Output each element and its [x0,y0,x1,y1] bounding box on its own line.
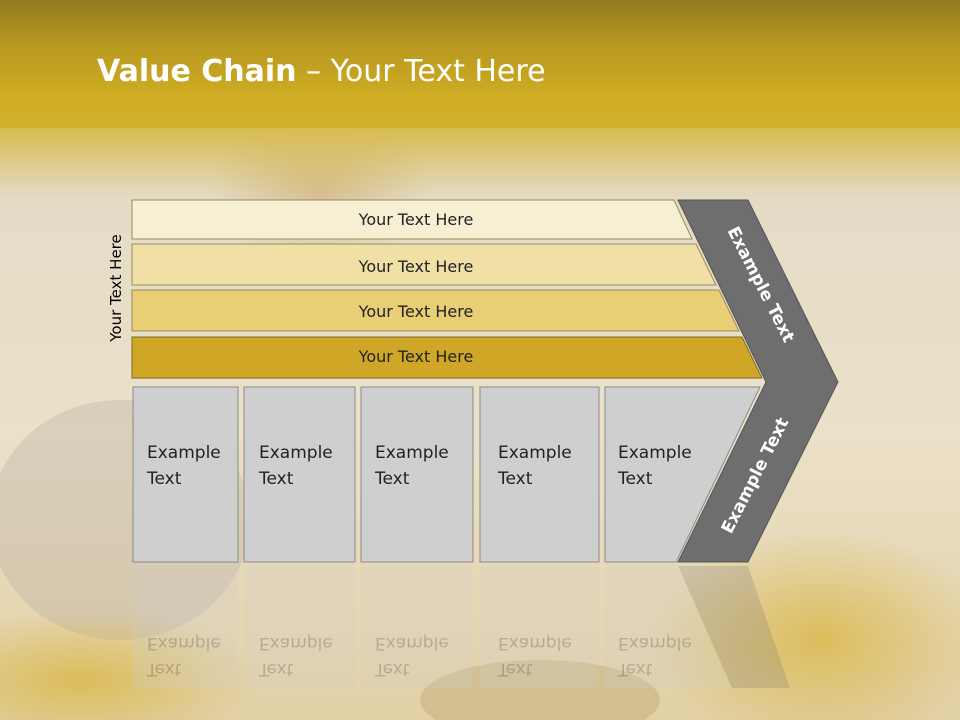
bar-1-label: Your Text Here [358,210,474,229]
bar-1-shape [131,199,693,240]
box-2-line2: Text [259,469,294,489]
bar-2-shape [131,243,717,286]
bar-1[interactable]: Your Text Here [131,199,693,240]
bar-2[interactable]: Your Text Here [131,243,717,286]
bar-4-shape [131,336,763,379]
box-3-shape [360,386,474,563]
box-2[interactable] [243,386,356,563]
diagram-reflection [133,566,790,688]
box-2-shape [243,386,356,563]
box-1-line2: Text [147,469,182,489]
box-5-line1: Example [618,443,692,463]
title-bar-fade [0,128,960,198]
box-4-shape [479,386,600,563]
box-4-line2: Text [498,469,533,489]
page-title: Value Chain – Your Text Here [97,54,546,89]
box-5[interactable] [604,386,761,563]
box-1-text: Example Text [147,440,221,492]
chevron-shape [677,199,839,563]
chevron-arrow[interactable]: Example Text Example Text [677,199,839,563]
box-3-text: Example Text [375,440,449,492]
box-4[interactable] [479,386,600,563]
box-5-text: Example Text [618,440,692,492]
title-bold: Value Chain [97,54,297,89]
box-3-line2: Text [375,469,410,489]
box-3[interactable] [360,386,474,563]
box-2-text: Example Text [259,440,333,492]
title-bar [0,0,960,128]
bar-3[interactable]: Your Text Here [131,289,740,332]
box-3-line1: Example [375,443,449,463]
box-5-shape [604,386,761,563]
bar-3-shape [131,289,740,332]
box-1-line1: Example [147,443,221,463]
title-rest: – Your Text Here [296,54,546,89]
box-4-text: Example Text [498,440,572,492]
box-4-line1: Example [498,443,572,463]
box-1[interactable] [132,386,239,563]
box-5-line2: Text [618,469,653,489]
bar-4-label: Your Text Here [358,347,474,366]
bar-4[interactable]: Your Text Here [131,336,763,379]
bar-3-label: Your Text Here [358,302,474,321]
bar-2-label: Your Text Here [358,257,474,276]
box-1-shape [132,386,239,563]
box-2-line1: Example [259,443,333,463]
